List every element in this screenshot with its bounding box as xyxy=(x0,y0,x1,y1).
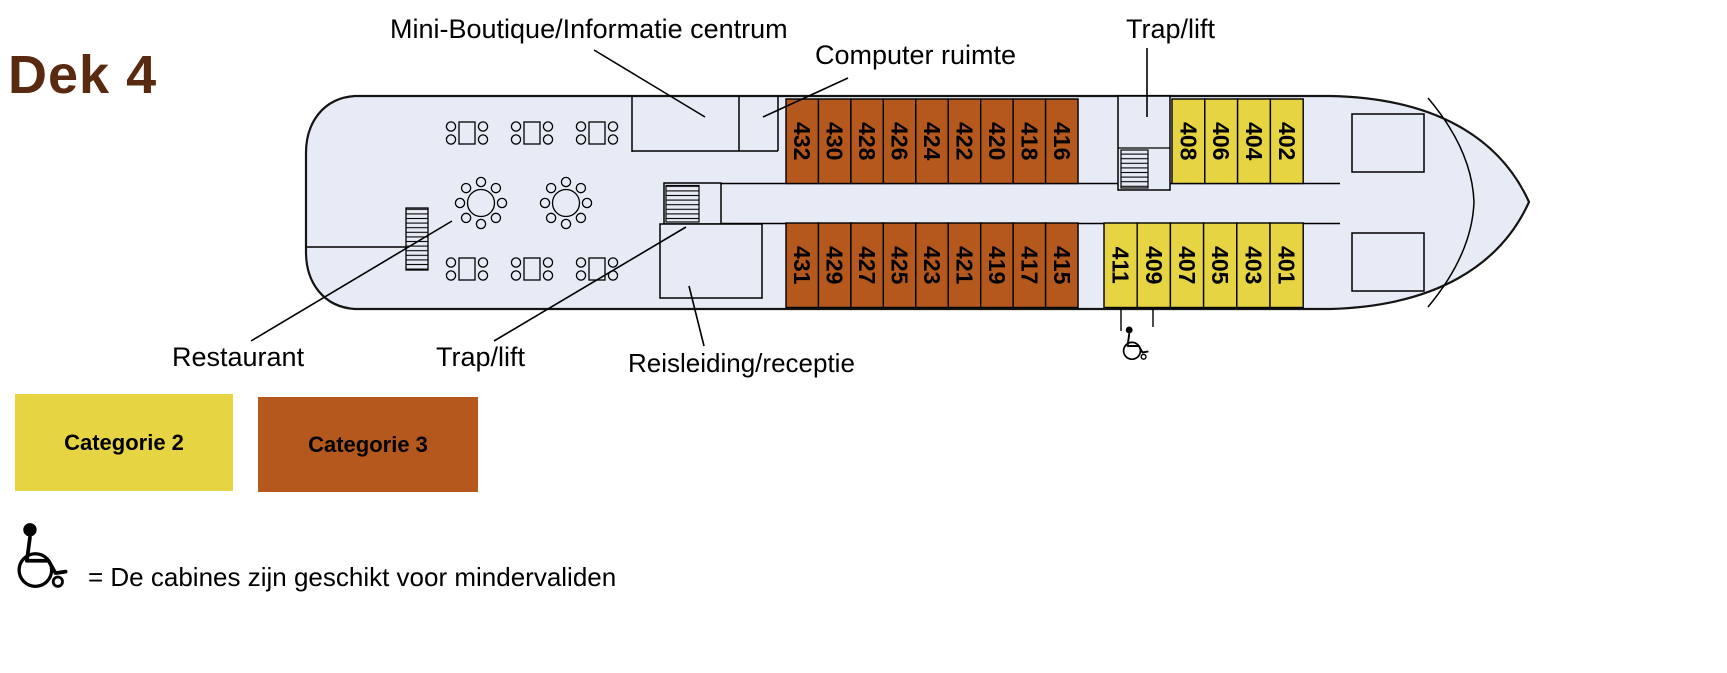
reception-room xyxy=(659,223,763,299)
label-trap-lift-top: Trap/lift xyxy=(1126,14,1216,44)
cabin-number-416: 416 xyxy=(1049,122,1075,160)
cabin-number-408: 408 xyxy=(1175,122,1201,161)
cabin-number-422: 422 xyxy=(951,122,977,160)
cabin-number-431: 431 xyxy=(789,246,815,285)
cabin-419 xyxy=(980,222,1014,309)
legend-categorie-2-label: Categorie 2 xyxy=(64,429,184,455)
cabin-402 xyxy=(1269,98,1304,185)
cabin-number-428: 428 xyxy=(854,122,880,161)
label-trap-lift-bottom: Trap/lift xyxy=(436,342,526,372)
cabin-number-418: 418 xyxy=(1016,122,1042,161)
cabin-428 xyxy=(850,98,885,185)
cabin-403 xyxy=(1236,222,1271,309)
cabin-415 xyxy=(1044,222,1079,309)
cabin-number-402: 402 xyxy=(1274,122,1300,160)
cabin-411 xyxy=(1103,222,1138,309)
cabin-number-405: 405 xyxy=(1207,246,1233,285)
label-mini-boutique: Mini-Boutique/Informatie centrum xyxy=(390,14,788,44)
cabin-401 xyxy=(1269,222,1304,309)
legend-categorie-3: Categorie 3 xyxy=(258,397,478,492)
cabin-number-426: 426 xyxy=(887,122,913,160)
wheelchair-icon xyxy=(1122,325,1149,361)
cabin-number-429: 429 xyxy=(822,246,848,284)
cabin-417 xyxy=(1012,222,1047,309)
cabin-number-419: 419 xyxy=(984,246,1010,284)
cabin-number-407: 407 xyxy=(1174,246,1200,284)
pointer-restaurant xyxy=(250,220,453,342)
cabin-423 xyxy=(915,222,949,309)
legend-categorie-2: Categorie 2 xyxy=(15,394,233,491)
cabin-number-401: 401 xyxy=(1274,246,1300,285)
cabin-430 xyxy=(817,98,852,185)
cabin-number-409: 409 xyxy=(1141,246,1167,284)
cabin-number-427: 427 xyxy=(854,246,880,284)
right-stairs-steps xyxy=(1120,149,1149,189)
cabin-421 xyxy=(947,222,982,309)
cabin-420 xyxy=(980,98,1014,185)
bow-deck-line xyxy=(1427,97,1475,308)
accessibility-note: = De cabines zijn geschikt voor minderva… xyxy=(88,562,617,592)
cabin-432 xyxy=(785,98,820,185)
cabin-418 xyxy=(1012,98,1047,185)
cabin-407 xyxy=(1169,222,1205,309)
cabin-number-404: 404 xyxy=(1241,122,1267,161)
buffet-station xyxy=(405,207,429,271)
cabin-number-415: 415 xyxy=(1049,246,1075,285)
pointer-trap-lift-bottom xyxy=(493,226,687,342)
legend-categorie-3-label: Categorie 3 xyxy=(308,431,428,457)
cabin-426 xyxy=(882,98,917,185)
pointer-mini-boutique xyxy=(593,49,706,118)
cabin-409 xyxy=(1136,222,1172,309)
pointer-reception xyxy=(688,285,705,347)
pointer-computer-room xyxy=(762,77,849,118)
cabin-number-417: 417 xyxy=(1016,246,1042,284)
label-restaurant: Restaurant xyxy=(172,342,305,372)
cabin-number-411: 411 xyxy=(1108,247,1134,284)
cabin-number-432: 432 xyxy=(789,122,815,160)
mid-stairs-steps xyxy=(665,184,700,223)
cabin-number-406: 406 xyxy=(1208,122,1234,160)
wheelchair-icon xyxy=(17,521,68,589)
deck-title: Dek 4 xyxy=(8,45,158,105)
cabin-416 xyxy=(1044,98,1079,185)
cabin-number-430: 430 xyxy=(822,122,848,160)
cabin-number-420: 420 xyxy=(984,122,1010,160)
cabin-429 xyxy=(817,222,852,309)
cabin-424 xyxy=(915,98,949,185)
label-computer-room: Computer ruimte xyxy=(815,40,1017,70)
pointer-lines xyxy=(250,48,1148,347)
cabin-406 xyxy=(1204,98,1239,185)
cabin-number-425: 425 xyxy=(887,246,913,285)
cabin-number-423: 423 xyxy=(919,246,945,284)
label-reception: Reisleiding/receptie xyxy=(628,348,855,378)
cabin-number-421: 421 xyxy=(951,246,977,285)
cabin-number-424: 424 xyxy=(919,122,945,161)
bow-room-bottom xyxy=(1351,232,1425,292)
cabin-number-403: 403 xyxy=(1240,246,1266,284)
bow-room-top xyxy=(1351,113,1425,173)
